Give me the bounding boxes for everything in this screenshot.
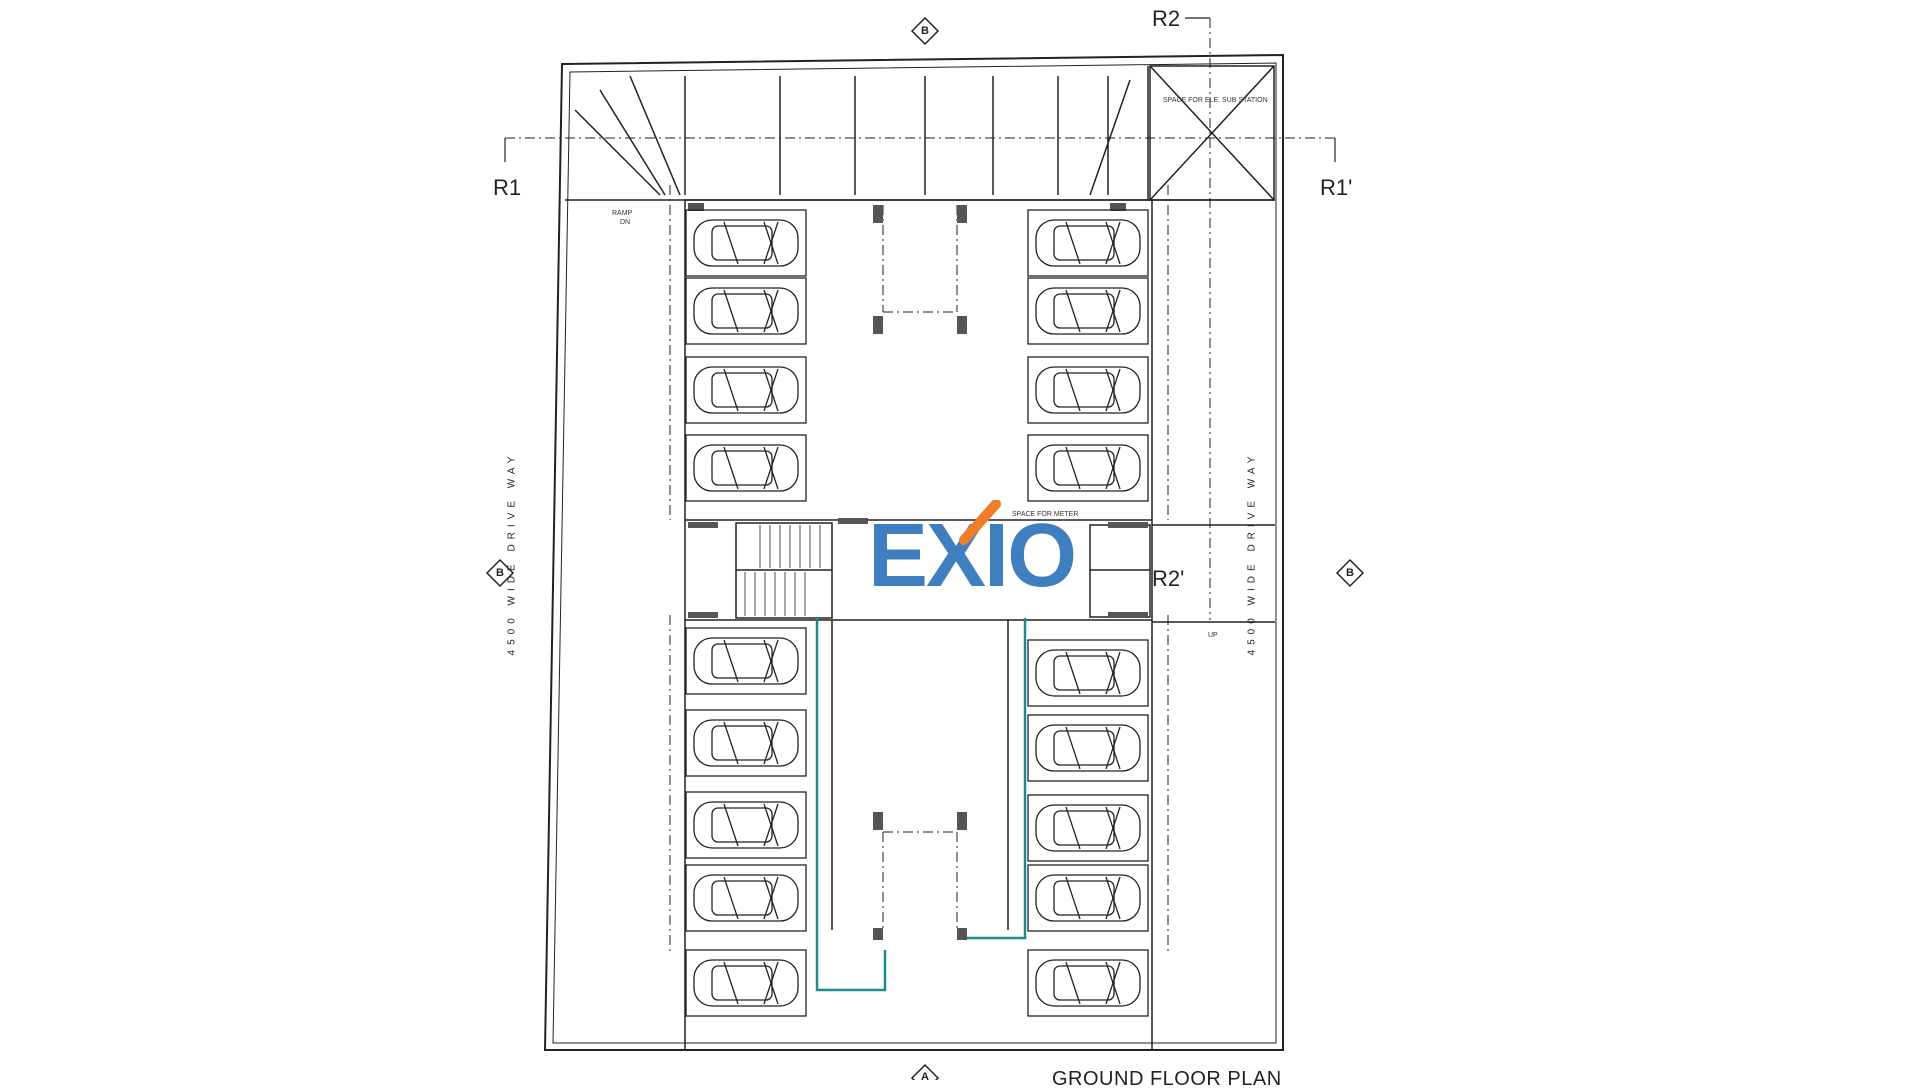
driveway-label-right: 4500 WIDE DRIVE WAY (1246, 451, 1258, 656)
parking-bay (685, 709, 807, 777)
meter-space-label: SPACE FOR METER (1012, 511, 1079, 518)
parking-bay (685, 277, 807, 345)
plot-boundary-inner (552, 62, 1277, 1044)
parking-bay (685, 434, 807, 502)
parking-bay (685, 209, 807, 277)
substation-box (1149, 65, 1275, 201)
grid-marker-top: B (921, 25, 929, 37)
grid-marker-left: B (496, 567, 504, 579)
section-label-r2: R2 (1152, 6, 1181, 31)
svg-text:EXIO: EXIO (868, 506, 1074, 592)
ramp-direction-label: DN (620, 219, 631, 226)
plot-boundary (543, 53, 1284, 1051)
parking-bays (685, 209, 1149, 1017)
substation-label: SPACE FOR ELE. SUB STATION (1163, 97, 1268, 104)
parking-bay (1027, 356, 1149, 424)
up-label: UP (1208, 632, 1218, 639)
parking-bay (1027, 434, 1149, 502)
parking-bay (1027, 864, 1149, 932)
lift-box (1089, 524, 1151, 618)
parking-bay (685, 864, 807, 932)
ramp-label: RAMP (612, 210, 633, 217)
driveway-label-left: 4500 WIDE DRIVE WAY (506, 451, 518, 656)
parking-bay (1027, 277, 1149, 345)
building-outline (684, 199, 1153, 1051)
parking-bay (685, 949, 807, 1017)
grid-marker-bottom: A (921, 1071, 929, 1083)
section-label-r1: R1 (493, 175, 522, 200)
grid-marker-right: B (1346, 567, 1354, 579)
exio-logo: EXIO (868, 500, 1074, 592)
parking-bay (1027, 209, 1149, 277)
section-label-r2-prime: R2' (1152, 566, 1185, 591)
section-label-r1-prime: R1' (1320, 175, 1353, 200)
parking-bay (1027, 794, 1149, 862)
parking-bay (685, 356, 807, 424)
parking-bay (1027, 714, 1149, 782)
parking-bay (1027, 949, 1149, 1017)
parking-bay (685, 791, 807, 859)
parking-bay (685, 627, 807, 695)
parking-bay (1027, 639, 1149, 707)
